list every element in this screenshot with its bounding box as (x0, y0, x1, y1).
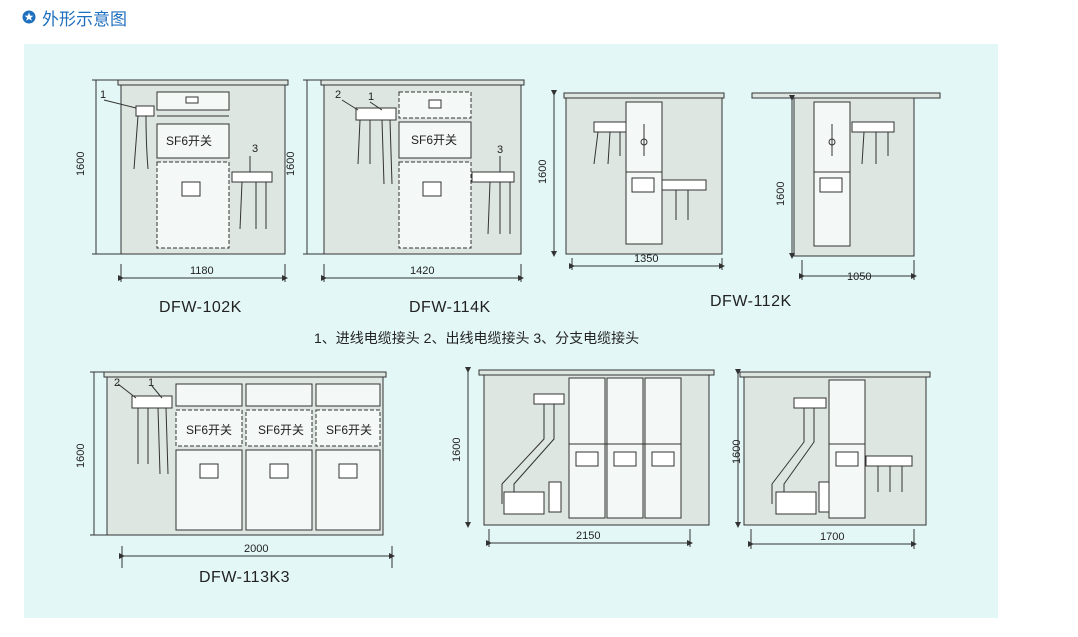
height-label-113k3: 1600 (75, 444, 87, 468)
width-label-112k-side: 1050 (847, 271, 871, 283)
sf6-label-114k: SF6开关 (411, 133, 457, 147)
callout-1-113k3: 1 (148, 377, 154, 389)
sf6-label-113k3-b: SF6开关 (258, 423, 304, 437)
sf6-label-102k: SF6开关 (166, 134, 212, 148)
model-label-102k: DFW-102K (159, 299, 242, 316)
width-label-102k: 1180 (190, 265, 214, 277)
callout-2-114k: 2 (335, 89, 341, 101)
legend-text: 1、进线电缆接头 2、出线电缆接头 3、分支电缆接头 (314, 330, 639, 346)
cabinet-dfw-114k (303, 79, 525, 282)
height-label-114k: 1600 (285, 152, 297, 176)
page-title: 外形示意图 (42, 9, 127, 30)
section-header: 外形示意图 (22, 5, 127, 30)
cabinet-dfw-112k-side (751, 92, 941, 280)
width-label-2150: 2150 (576, 530, 600, 542)
callout-1-114k: 1 (368, 91, 374, 103)
gear-star-icon (22, 10, 36, 24)
model-label-112k: DFW-112K (710, 293, 792, 310)
cabinet-dfw-113k3 (90, 371, 395, 568)
cabinet-dfw-102k (92, 79, 289, 282)
width-label-112k-front: 1350 (634, 253, 658, 265)
cabinet-dfw-112k-front (551, 90, 725, 270)
model-label-113k3: DFW-113K3 (199, 569, 290, 586)
callout-3-102k: 3 (252, 143, 258, 155)
sf6-label-113k3-c: SF6开关 (326, 423, 372, 437)
height-label-2150: 1600 (451, 438, 463, 462)
cabinet-diagrams: 1600 1180 SF6开关 1 3 DFW-102K 1600 1420 S… (75, 79, 941, 586)
width-label-113k3: 2000 (244, 543, 268, 555)
width-label-1700: 1700 (820, 531, 844, 543)
height-label-112k-front: 1600 (537, 160, 549, 184)
callout-2-113k3: 2 (114, 377, 120, 389)
width-label-114k: 1420 (410, 265, 434, 277)
height-label-112k-side: 1600 (775, 182, 787, 206)
cabinet-variant-1700 (735, 369, 931, 549)
diagram-panel: 1600 1180 SF6开关 1 3 DFW-102K 1600 1420 S… (24, 44, 998, 618)
cabinet-variant-2150 (465, 367, 715, 547)
model-label-114k: DFW-114K (409, 299, 491, 316)
height-label-1700: 1600 (731, 440, 743, 464)
sf6-label-113k3-a: SF6开关 (186, 423, 232, 437)
callout-3-114k: 3 (497, 144, 503, 156)
height-label-102k: 1600 (75, 152, 87, 176)
callout-1-102k: 1 (100, 89, 106, 101)
